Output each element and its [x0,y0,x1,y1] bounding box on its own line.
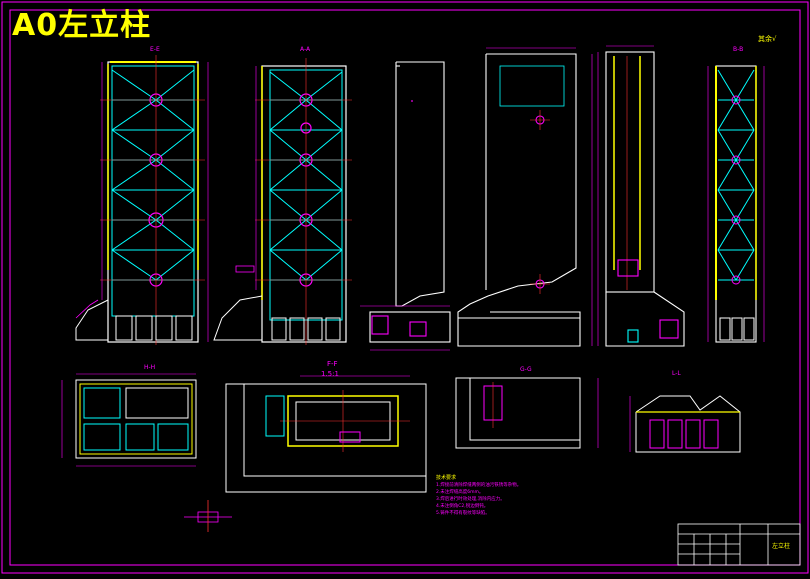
view-ee-column [75,55,209,345]
view-front-outline [457,47,593,347]
section-label-aa: A-A [300,46,311,53]
note-line: 5.铸件不得有裂纹等缺陷。 [436,511,490,516]
notes-title: 技术要求 [436,475,457,481]
view-channel-section [597,45,685,347]
section-label-ll: L-L [672,370,681,377]
note-line: 1.焊接前清除焊缝两侧的油污铁锈等杂物。 [436,483,522,488]
view-side-profile [360,61,451,351]
detail-weld-symbol [184,500,232,532]
section-label-bb: B-B [733,46,744,53]
section-label-hh: H-H [144,364,156,371]
section-label-ee: E-E [150,46,160,53]
section-label-gg: G-G [520,366,532,373]
note-line: 3.焊后进行时效处理,消除内应力。 [436,497,505,502]
note-line: 4.未注倒角C2,锐边倒钝。 [436,504,489,509]
section-label-ff: F-F [327,360,338,368]
view-lattice-column [707,65,765,343]
drawing-title: A0左立柱 [12,8,152,43]
technical-notes: 技术要求 1.焊接前清除焊缝两侧的油污铁锈等杂物。 2.未注焊缝高度6mm。 3… [436,474,636,517]
note-line: 2.未注焊缝高度6mm。 [436,490,484,495]
view-ff-section [225,375,427,493]
title-block-name: 左立柱 [772,543,791,550]
view-hh-section [61,373,197,467]
view-gg-section [455,377,599,449]
inner-frame [9,9,801,566]
title-block [677,523,801,566]
view-aa-column [213,58,352,345]
section-scale: 1.5:1 [321,370,339,378]
view-ll-section [629,395,741,453]
roughness-note: 其余√ [758,35,777,43]
